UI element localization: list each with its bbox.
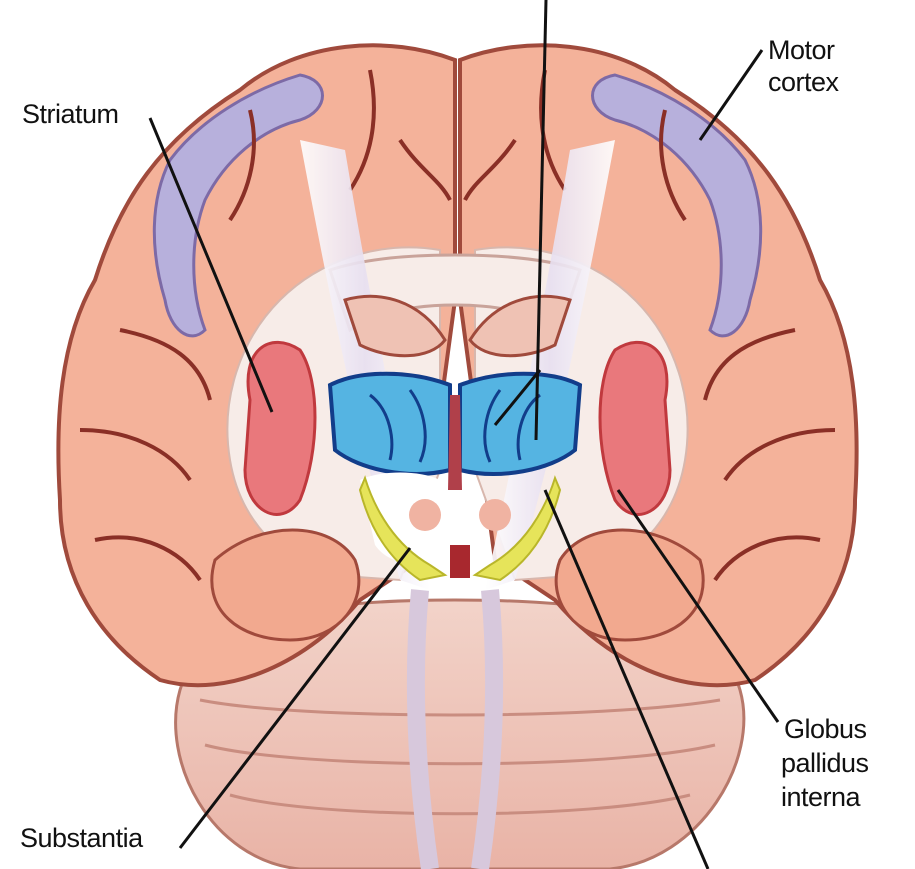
label-globus-line1: Globus [784, 713, 867, 745]
leader-line-motor-cortex [700, 50, 762, 140]
right-hemisphere [460, 45, 857, 685]
label-globus-line3: interna [781, 781, 860, 813]
label-motor-cortex-line2: cortex [768, 66, 839, 98]
left-hemisphere [58, 45, 455, 685]
label-striatum: Striatum [22, 98, 119, 130]
label-motor-cortex-line1: Motor [768, 34, 835, 66]
label-substantia: Substantia [20, 822, 143, 854]
label-globus-line2: pallidus [781, 747, 869, 779]
